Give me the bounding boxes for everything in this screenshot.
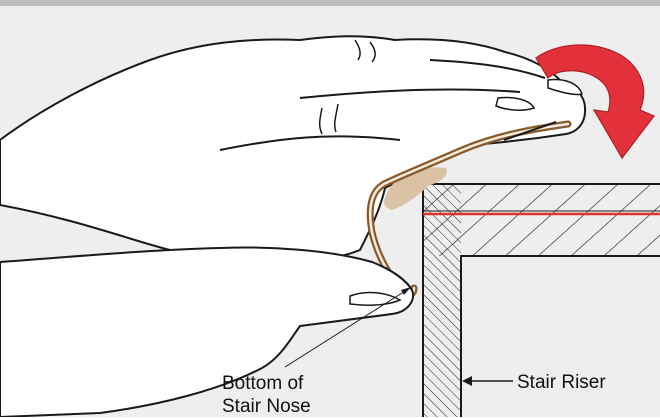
stair-riser: [423, 184, 461, 417]
callout-line: Stair Nose: [222, 395, 311, 418]
callout-bottom-of-stair-nose: Bottom of Stair Nose: [222, 372, 311, 418]
callout-line: Bottom of: [222, 372, 311, 395]
callout-stair-riser: Stair Riser: [517, 371, 606, 394]
top-rule: [0, 0, 660, 6]
